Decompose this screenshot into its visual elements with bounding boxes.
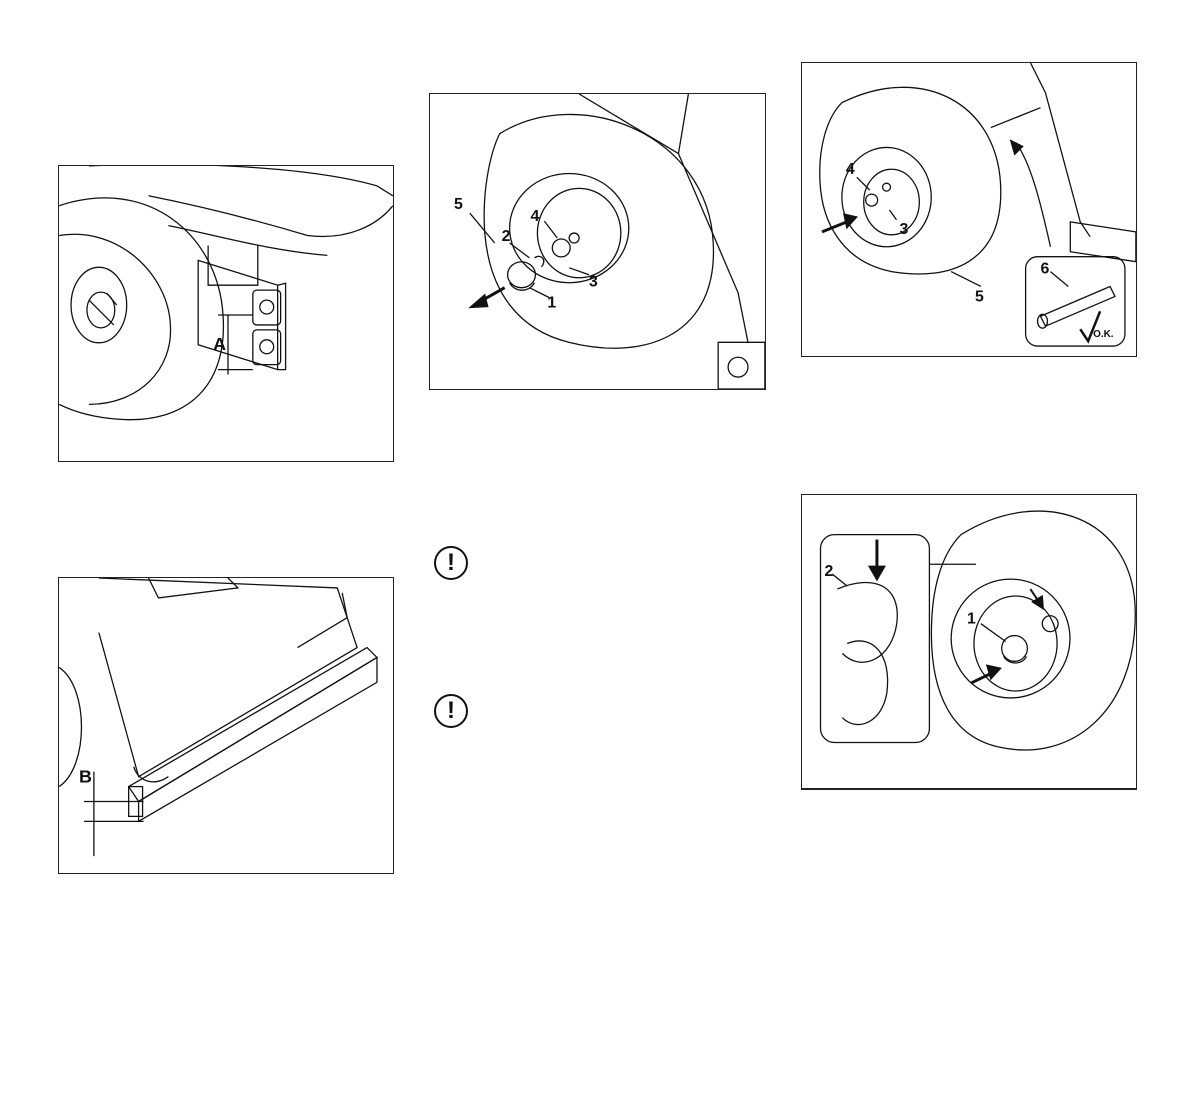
illustration-wheel-exploded: 5 2 4 3 1 — [430, 94, 765, 389]
exclamation-circle-icon: ! — [434, 546, 468, 580]
figure-wheel-install: 4 3 5 6 O.K. — [801, 62, 1137, 357]
figure-cap-install: 2 1 — [801, 494, 1137, 790]
label-washer-large: 3 — [899, 221, 908, 238]
illustration-wheel-axle: 4 3 5 6 O.K. — [802, 63, 1136, 356]
figure-block-dimension-b: B — [58, 577, 394, 874]
label-clip: 2 — [824, 563, 833, 580]
label-dimension-b: B — [79, 767, 92, 787]
label-axle: 6 — [1041, 261, 1050, 278]
label-tire: 5 — [975, 288, 984, 305]
label-clip: 2 — [502, 228, 511, 245]
exclamation-circle-icon: ! — [434, 694, 468, 728]
label-ok: O.K. — [1093, 329, 1114, 340]
label-cap: 1 — [547, 295, 556, 312]
label-washer-small: 4 — [846, 161, 855, 178]
notice-symbol: ! — [447, 699, 455, 723]
figure-wheel-removal: 5 2 4 3 1 — [429, 93, 766, 390]
label-tire: 5 — [454, 196, 463, 213]
illustration-cap-clip: 2 1 — [802, 495, 1136, 788]
notice-symbol: ! — [447, 551, 455, 575]
figure-wheel-dimension-a: A — [58, 165, 394, 462]
label-dimension-a: A — [213, 334, 226, 354]
label-cap: 1 — [967, 611, 976, 628]
label-washer-small: 4 — [530, 208, 539, 225]
illustration-frame-block: B — [59, 578, 393, 873]
label-washer-large: 3 — [589, 274, 598, 291]
illustration-wheel-side: A — [59, 166, 393, 461]
